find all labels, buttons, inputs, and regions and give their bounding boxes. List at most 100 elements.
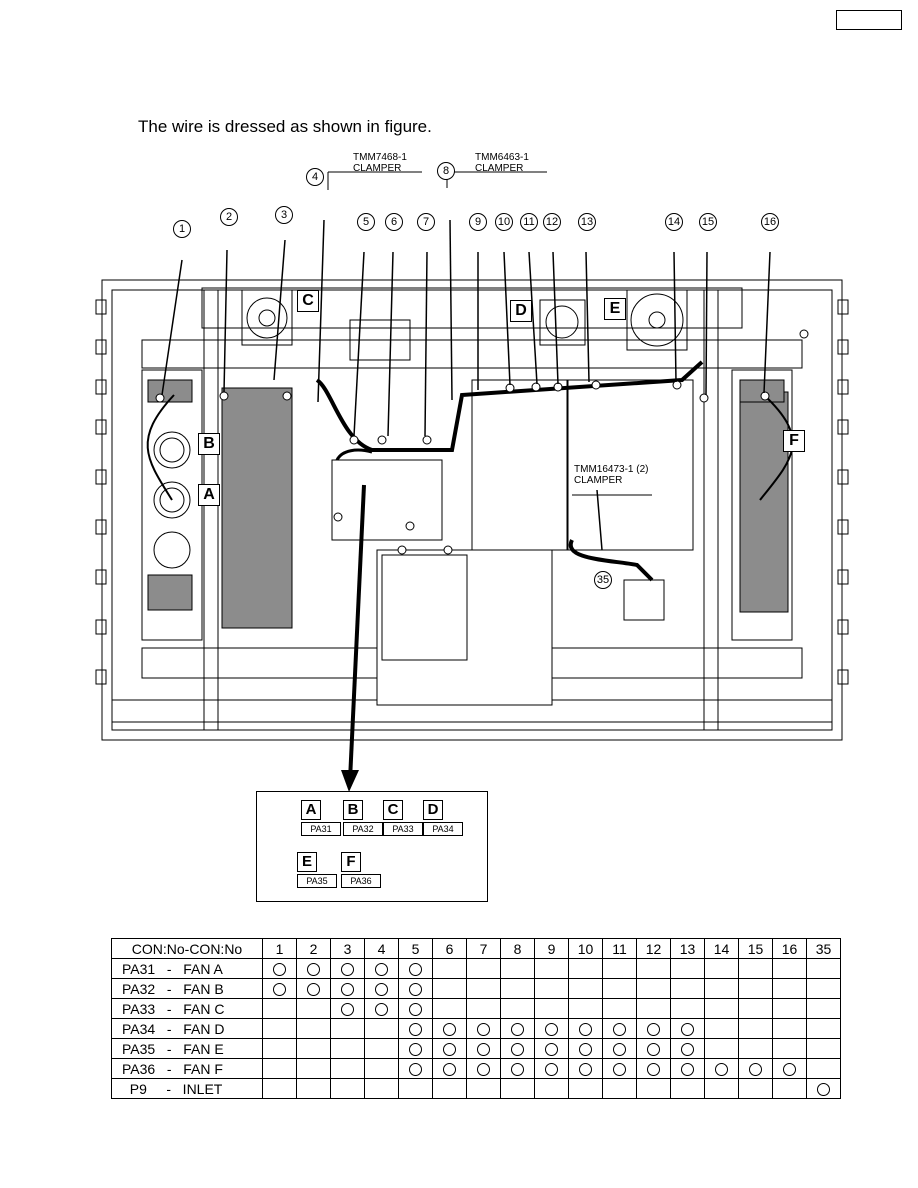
legend-item-c: C PA33 [383,800,425,836]
connection-mark-icon [443,1023,456,1037]
table-cell [636,1018,671,1039]
connection-mark-icon [409,1063,422,1077]
connection-mark-icon [341,983,354,997]
table-cell [398,1018,433,1039]
position-5: 5 [357,213,375,231]
table-cell [738,998,773,1019]
connection-mark-icon [409,1043,422,1057]
clamper-b-name: CLAMPER [475,163,524,174]
table-cell [296,958,331,979]
legend-label-b: PA32 [343,822,383,836]
table-cell [772,1058,807,1079]
row-label: PA31 - FAN A [111,958,263,979]
table-cell [738,1018,773,1039]
col-header: 2 [296,938,331,959]
row-label: PA34 - FAN D [111,1018,263,1039]
table-cell [432,998,467,1019]
table-cell [398,958,433,979]
legend-item-d: D PA34 [423,800,465,836]
table-cell [636,978,671,999]
table-cell [262,1018,297,1039]
wiring-diagram: TMM7468-1 CLAMPER TMM6463-1 CLAMPER TMM1… [92,140,852,900]
row-label: PA32 - FAN B [111,978,263,999]
table-cell [500,978,535,999]
connection-mark-icon [341,963,354,977]
table-cell [670,1038,705,1059]
col-header: 13 [670,938,705,959]
table-cell [500,1078,535,1099]
table-row: PA36 - FAN F [111,1058,841,1079]
table-cell [806,978,841,999]
connection-mark-icon [375,1003,388,1017]
legend-label-e: PA35 [297,874,337,888]
table-cell [568,1038,603,1059]
connection-mark-icon [511,1063,524,1077]
page-heading: The wire is dressed as shown in figure. [138,117,432,136]
table-cell [262,1038,297,1059]
clamper-b-part: TMM6463-1 [475,152,529,163]
col-header: 9 [534,938,569,959]
clamper-a-name: CLAMPER [353,163,402,174]
table-cell [466,958,501,979]
table-cell [602,1078,637,1099]
connection-mark-icon [545,1023,558,1037]
connection-mark-icon [817,1083,830,1097]
table-cell [602,1038,637,1059]
fan-d-label: D [510,300,532,322]
legend-item-a: A PA31 [301,800,343,836]
table-cell [262,998,297,1019]
table-cell [772,978,807,999]
clamper-a-callout: TMM7468-1 CLAMPER [353,152,407,174]
position-4: 4 [306,168,324,186]
table-cell [330,1078,365,1099]
legend-item-f: F PA36 [341,852,383,888]
connection-mark-icon [307,963,320,977]
table-cell [704,958,739,979]
connection-mark-icon [579,1023,592,1037]
connector-legend: A PA31 B PA32 C PA33 D PA34 E PA35 F PA3… [256,791,488,902]
connection-mark-icon [749,1063,762,1077]
connection-mark-icon [681,1063,694,1077]
table-cell [806,1078,841,1099]
connection-mark-icon [341,1003,354,1017]
table-cell [432,1058,467,1079]
table-cell [500,958,535,979]
connection-mark-icon [613,1043,626,1057]
col-header: 12 [636,938,671,959]
connection-mark-icon [409,1023,422,1037]
position-6: 6 [385,213,403,231]
connection-table: CON:No-CON:No 1 2 3 4 5 6 7 8 9 10 11 12… [111,938,841,1099]
connection-mark-icon [783,1063,796,1077]
legend-letter-b: B [343,800,363,820]
table-cell [772,998,807,1019]
connection-mark-icon [715,1063,728,1077]
clamper-c-part: TMM16473-1 (2) [574,464,649,475]
legend-label-f: PA36 [341,874,381,888]
table-cell [500,1058,535,1079]
table-cell [296,1058,331,1079]
table-header-row: CON:No-CON:No 1 2 3 4 5 6 7 8 9 10 11 12… [111,938,841,959]
col-header: 7 [466,938,501,959]
table-cell [670,1058,705,1079]
position-11: 11 [520,213,538,231]
row-label: P9 - INLET [111,1078,263,1099]
table-cell [398,1038,433,1059]
table-cell [330,1058,365,1079]
table-cell [738,1078,773,1099]
table-cell [398,998,433,1019]
connection-mark-icon [511,1023,524,1037]
position-13: 13 [578,213,596,231]
table-cell [772,1038,807,1059]
connection-mark-icon [273,983,286,997]
table-cell [534,1018,569,1039]
table-cell [636,1078,671,1099]
table-cell [704,1078,739,1099]
table-cell [602,1018,637,1039]
col-header: 4 [364,938,399,959]
table-cell [262,1058,297,1079]
connection-mark-icon [443,1063,456,1077]
table-cell [296,978,331,999]
table-row: PA35 - FAN E [111,1038,841,1059]
table-cell [704,978,739,999]
table-cell [704,1058,739,1079]
